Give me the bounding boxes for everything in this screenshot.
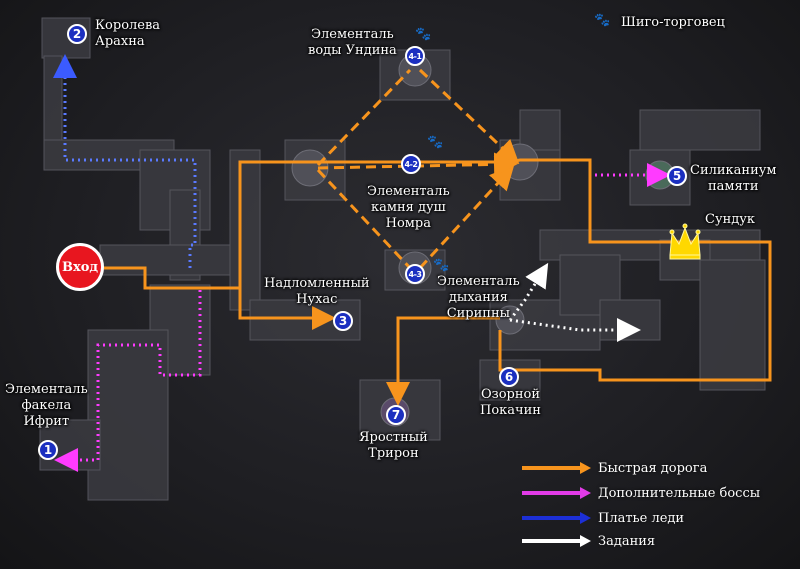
marker-6[interactable]: 6: [499, 367, 519, 387]
legend-item-extra: Дополнительные боссы: [520, 484, 760, 502]
paw-icon: 🐾: [594, 13, 611, 28]
route-quest-right: [509, 318, 641, 342]
label-sirippy: Элементаль дыхания Сирипны: [437, 274, 520, 321]
label-nomra: Элементаль камня душ Номра: [367, 184, 450, 231]
room-far-east: [699, 259, 766, 391]
route-fast-nuhas: [104, 266, 336, 330]
legend-item-fast: Быстрая дорога: [520, 459, 707, 477]
route-dash-sw: [316, 168, 412, 270]
paw-icon: 🐾: [415, 27, 432, 42]
route-dress: [53, 54, 197, 268]
arrow-icon: [522, 512, 591, 524]
route-dash-se: [418, 165, 515, 270]
marker-4-3[interactable]: 4-3: [405, 264, 425, 284]
paw-icon: 🐾: [427, 135, 444, 150]
label-undina: Элементаль воды Ундина: [308, 27, 397, 58]
corridor-entry: [99, 244, 251, 276]
label-shigo: Шиго-торговец: [621, 15, 725, 30]
legend-item-dress: Платье леди: [520, 509, 684, 527]
marker-1[interactable]: 1: [38, 440, 58, 460]
label-pokachin: Озорной Покачин: [480, 387, 541, 418]
route-extra-ifrit: [54, 290, 202, 472]
marker-2[interactable]: 2: [67, 24, 87, 44]
arrow-icon: [522, 487, 591, 499]
route-dash-ne: [418, 68, 520, 165]
label-silikanium: Силиканиум памяти: [690, 163, 777, 194]
legend-item-quest: Задания: [520, 532, 655, 550]
corridor-center-left: [229, 149, 261, 311]
entry-marker[interactable]: Вход: [56, 243, 104, 291]
marker-7[interactable]: 7: [386, 405, 406, 425]
marker-4-2[interactable]: 4-2: [401, 154, 421, 174]
label-chest: Сундук: [705, 212, 756, 227]
label-ifrit: Элементаль факела Ифрит: [5, 382, 88, 429]
route-dash-nw: [316, 68, 412, 167]
arrow-icon: [522, 462, 591, 474]
room-ifrit-hall: [87, 329, 169, 501]
room-ne: [639, 109, 761, 151]
marker-4-1[interactable]: 4-1: [405, 46, 425, 66]
paw-icon: 🐾: [433, 258, 450, 273]
label-trion: Яростный Трирон: [359, 430, 428, 461]
arrow-icon: [522, 535, 591, 547]
label-nuhas: Надломленный Нухас: [264, 276, 370, 307]
room-east-top: [519, 109, 561, 151]
marker-3[interactable]: 3: [333, 311, 353, 331]
marker-5[interactable]: 5: [667, 166, 687, 186]
label-arachna: Королева Арахна: [95, 18, 161, 49]
route-fast-trion: [386, 316, 500, 406]
route-quest-up: [508, 262, 549, 321]
